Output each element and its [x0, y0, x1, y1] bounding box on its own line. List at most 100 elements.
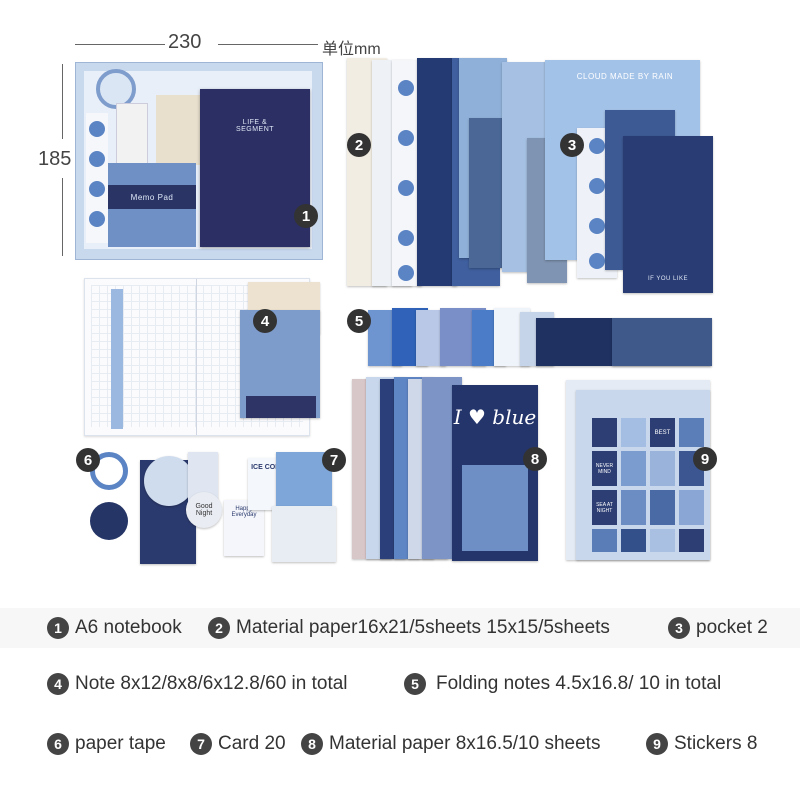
legend-text-8: Material paper 8x16.5/10 sheets [329, 733, 601, 754]
sticker-tile [621, 418, 646, 447]
height-dimension-label: 185 [38, 148, 72, 170]
dot [589, 178, 605, 194]
badge-9: 9 [693, 447, 717, 471]
width-dimension-label: 230 [168, 31, 202, 53]
card-pile: Good Night Happy Everyday ICE CONE [140, 452, 340, 564]
width-dimension-line-left [75, 44, 165, 45]
legend-badge-6: 6 [47, 733, 69, 755]
dotted-strip [86, 113, 108, 243]
legend-row-2: 4 Note 8x12/8x8/6x12.8/60 in total 5 Fol… [0, 664, 800, 704]
sticker-sea-text: SEA AT NIGHT [596, 501, 613, 514]
sticker-tile [592, 418, 617, 447]
dot [589, 218, 605, 234]
gift-box: Memo Pad LIFE & SEGMENT [75, 62, 323, 260]
legend-badge-5: 5 [404, 673, 426, 695]
blue-memo-pad: Memo Pad [108, 163, 196, 247]
dot [89, 151, 105, 167]
legend-badge-9: 9 [646, 733, 668, 755]
memo-pad-band: Memo Pad [108, 185, 196, 209]
happy-everyday-text: Happy Everyday [231, 506, 257, 518]
sticker-tile-never-mind: NEVER MIND [592, 451, 617, 486]
dot [398, 230, 414, 246]
legend-text-3: pocket 2 [696, 617, 768, 638]
badge-6: 6 [76, 448, 100, 472]
folding-note-photo [612, 318, 712, 366]
paper-tape-roll-navy [90, 502, 128, 540]
beige-note [156, 95, 200, 165]
pocket-envelope: IF YOU LIKE [623, 136, 713, 293]
legend-item-2: 2 Material paper16x21/5sheets 15x15/5she… [208, 617, 610, 639]
legend-text-1: A6 notebook [75, 617, 182, 638]
i-love-blue-sheet: I ♥ blue [452, 385, 538, 561]
small-card-stack [116, 103, 148, 165]
legend-item-9: 9 Stickers 8 [646, 733, 757, 755]
sticker-tile [650, 529, 675, 552]
legend-item-6: 6 paper tape [47, 733, 166, 755]
memo-pad-label: Memo Pad [130, 193, 174, 202]
width-dimension-line-right [218, 44, 318, 45]
badge-3: 3 [560, 133, 584, 157]
height-dimension-line-bottom [62, 178, 63, 256]
a6-notebook: LIFE & SEGMENT [200, 89, 310, 247]
sticker-sheets: BEST NEVER MIND SEA AT NIGHT [566, 378, 712, 562]
sticker-tile [650, 490, 675, 525]
tape-strip-sky [111, 289, 123, 429]
good-night-text: Good Night [195, 503, 213, 517]
legend-item-3: 3 pocket 2 [668, 617, 768, 639]
legend-item-4: 4 Note 8x12/8x8/6x12.8/60 in total [47, 673, 348, 695]
legend-text-9: Stickers 8 [674, 733, 758, 754]
dot [398, 265, 414, 281]
sticker-best-text: BEST [654, 429, 671, 436]
ice-cone-text: ICE CONE [251, 464, 285, 471]
legend-item-7: 7 Card 20 [190, 733, 286, 755]
badge-2: 2 [347, 133, 371, 157]
legend-badge-8: 8 [301, 733, 323, 755]
sticker-tile [621, 451, 646, 486]
legend-badge-1: 1 [47, 617, 69, 639]
dot [89, 211, 105, 227]
badge-4: 4 [253, 309, 277, 333]
card [272, 506, 336, 562]
cloud-photo [462, 465, 528, 551]
sticker-tile [679, 490, 704, 525]
unit-label: 单位mm [322, 41, 381, 58]
dot [89, 181, 105, 197]
badge-7: 7 [322, 448, 346, 472]
sticker-tile [621, 529, 646, 552]
legend-item-1: 1 A6 notebook [47, 617, 182, 639]
dot [398, 130, 414, 146]
legend-badge-3: 3 [668, 617, 690, 639]
legend-text-5: Folding notes 4.5x16.8/ 10 in total [436, 673, 722, 694]
folding-notes-row [352, 306, 712, 366]
legend-badge-7: 7 [190, 733, 212, 755]
good-night-card: Good Night [186, 492, 222, 528]
sticker-never-mind-text: NEVER MIND [595, 462, 614, 475]
cloud-sheet-title: CLOUD MADE BY RAIN [576, 72, 674, 81]
sticker-tile [650, 451, 675, 486]
legend-text-2: Material paper16x21/5sheets 15x15/5sheet… [236, 617, 610, 638]
sticker-tile [679, 418, 704, 447]
sticker-tile [621, 490, 646, 525]
dot [89, 121, 105, 137]
badge-8: 8 [523, 447, 547, 471]
notebook-cover-title: LIFE & SEGMENT [235, 119, 275, 133]
dot [589, 138, 605, 154]
sticker-tile-sea: SEA AT NIGHT [592, 490, 617, 525]
envelope-footer-text: IF YOU LIKE [647, 276, 689, 282]
legend-badge-2: 2 [208, 617, 230, 639]
sticker-tile-best: BEST [650, 418, 675, 447]
material-paper-stack: I ♥ blue [352, 377, 542, 563]
card-round [144, 456, 194, 506]
legend-badge-4: 4 [47, 673, 69, 695]
badge-5: 5 [347, 309, 371, 333]
sticker-tile [679, 529, 704, 552]
badge-1: 1 [294, 204, 318, 228]
dot [398, 80, 414, 96]
height-dimension-line-top [62, 64, 63, 139]
legend-text-6: paper tape [75, 733, 166, 754]
legend-row-1: 1 A6 notebook 2 Material paper16x21/5she… [0, 608, 800, 648]
paper-sheet-navy [417, 58, 457, 286]
i-love-blue-text: I ♥ blue [453, 405, 537, 429]
sticker-grid: BEST NEVER MIND SEA AT NIGHT [592, 418, 704, 552]
legend-text-4: Note 8x12/8x8/6x12.8/60 in total [75, 673, 348, 694]
